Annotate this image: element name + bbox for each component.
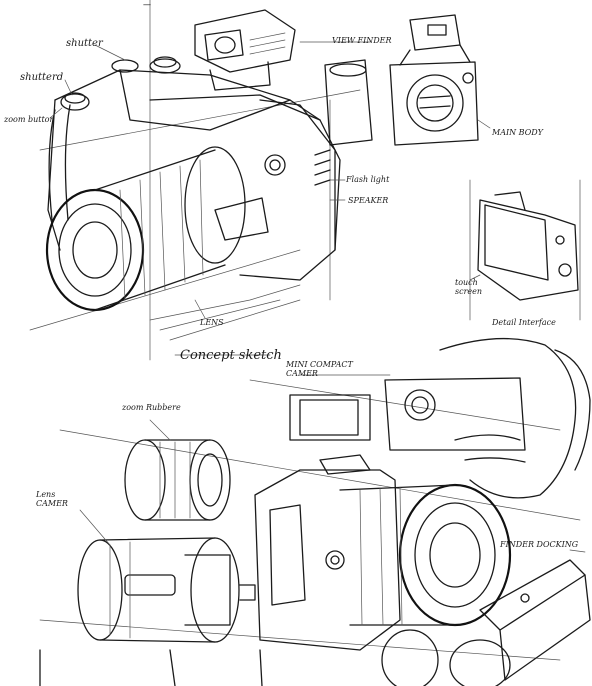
label-lens: LENS	[200, 318, 224, 327]
lens-front-shape	[45, 188, 145, 312]
lens-camera-sketch	[77, 537, 240, 643]
detail-interface-sketch	[469, 179, 581, 321]
large-lens-front	[398, 483, 512, 627]
label-mini-compact-camera: MINI COMPACT CAMER	[286, 360, 353, 378]
label-shutter-dial: shutterd	[20, 72, 64, 83]
label-speaker: SPEAKER	[348, 196, 389, 205]
label-shutter: shutter	[66, 38, 103, 49]
label-touch-screen: touch screen	[455, 278, 483, 296]
label-main-body: MAIN BODY	[492, 128, 543, 137]
label-zoom-button: zoom button	[4, 115, 55, 124]
label-detail-interface: Detail Interface	[492, 318, 556, 327]
leader-lines	[49, 41, 586, 553]
label-zoom-rubber: zoom Rubbere	[122, 403, 181, 412]
main-camera-sketch	[45, 9, 341, 341]
label-lens-camer: Lens CAMER	[36, 490, 68, 508]
zoom-rubber-sketch	[124, 439, 231, 521]
finder-docking-sketch	[39, 559, 591, 686]
mini-compact-sketch	[289, 337, 591, 499]
construction-lines	[29, 0, 581, 661]
label-view-finder: VIEW FINDER	[332, 36, 392, 45]
label-finder-docking: FINDER DOCKING	[500, 540, 579, 549]
large-camera-sketch	[239, 454, 512, 651]
main-body-views	[324, 14, 479, 146]
shutter-button-shape	[60, 93, 90, 111]
lens-badge-shape	[214, 197, 269, 241]
mode-dial-shape	[149, 58, 181, 74]
label-concept-sketch: Concept sketch	[180, 348, 282, 363]
hand-outline	[439, 337, 577, 499]
label-flash-light: Flash light	[346, 175, 390, 184]
viewfinder-shape	[194, 9, 296, 73]
